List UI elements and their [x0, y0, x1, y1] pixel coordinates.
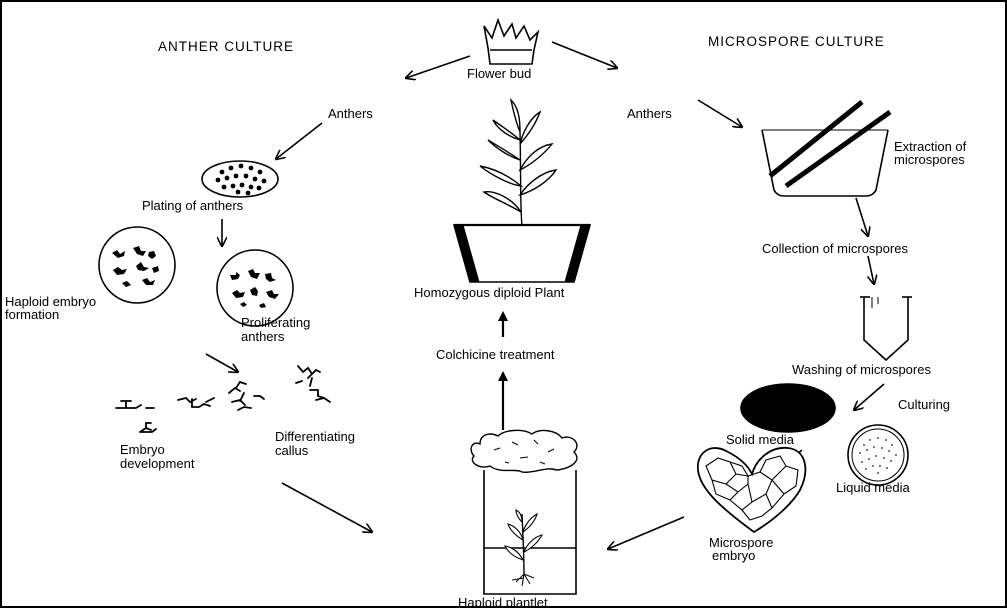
label-collection-of-microspores: Collection of microspores	[762, 242, 908, 256]
label-haploid-embryo-formation-2: formation	[5, 308, 59, 322]
label-anthers-left: Anthers	[328, 107, 373, 121]
label-washing-of-microspores: Washing of microspores	[792, 363, 931, 377]
label-anthers-right: Anthers	[627, 107, 672, 121]
arrow-bud-to-anthers-left	[406, 56, 470, 78]
label-flower-bud: Flower bud	[467, 67, 531, 81]
differentiating-callus-icon	[296, 366, 330, 402]
test-tube-plantlet-icon	[471, 430, 577, 594]
homozygous-plant-icon	[480, 100, 556, 226]
arrow-collection-to-tube	[868, 256, 874, 284]
label-homozygous-diploid-plant: Homozygous diploid Plant	[414, 286, 564, 300]
arrow-washing-to-culturing	[854, 384, 884, 410]
label-differentiating-callus-1: Differentiating	[275, 430, 355, 444]
arrow-anthers-to-plating	[276, 123, 322, 159]
liquid-media-dish-icon	[848, 425, 908, 485]
haploid-embryo-dish-icon	[99, 227, 175, 303]
arrow-bud-to-anthers-right	[552, 42, 617, 68]
beaker-extraction-icon	[762, 102, 890, 196]
arrow-haploid-to-embryo-dev	[206, 354, 238, 372]
label-embryo-development-1: Embryo	[120, 443, 165, 457]
label-colchicine-treatment: Colchicine treatment	[436, 348, 555, 362]
flower-bud-icon	[484, 20, 538, 64]
label-embryo-development-2: development	[120, 457, 194, 471]
centrifuge-tube-icon	[860, 297, 912, 360]
label-culturing: Culturing	[898, 398, 950, 412]
arrow-embryo-to-plantlet	[282, 483, 372, 532]
label-differentiating-callus-2: callus	[275, 444, 308, 458]
arrow-anthers-to-extraction	[698, 100, 742, 127]
label-extraction-of-microspores-2: microspores	[894, 153, 965, 167]
label-proliferating-anthers-2: anthers	[241, 330, 284, 344]
microspore-embryo-icon	[698, 448, 806, 532]
label-haploid-plantlet: Haploid plantlet	[458, 596, 548, 608]
flower-pot-icon	[454, 225, 590, 282]
header-anther-culture: ANTHER CULTURE	[158, 40, 294, 54]
arrow-extraction-to-collection	[856, 198, 868, 236]
arrow-microspore-embryo-to-plantlet	[608, 517, 684, 549]
petri-dish-anthers-icon	[202, 161, 278, 197]
label-proliferating-anthers-1: Proliferating	[241, 316, 310, 330]
label-solid-media: Solid media	[726, 433, 794, 447]
label-plating-of-anthers: Plating of anthers	[142, 199, 243, 213]
label-microspore-embryo-2: embryo	[712, 549, 755, 563]
solid-media-dish-icon	[741, 384, 835, 432]
header-microspore-culture: MICROSPORE CULTURE	[708, 35, 885, 49]
label-liquid-media: Liquid media	[836, 481, 910, 495]
embryo-development-icon	[116, 382, 264, 432]
